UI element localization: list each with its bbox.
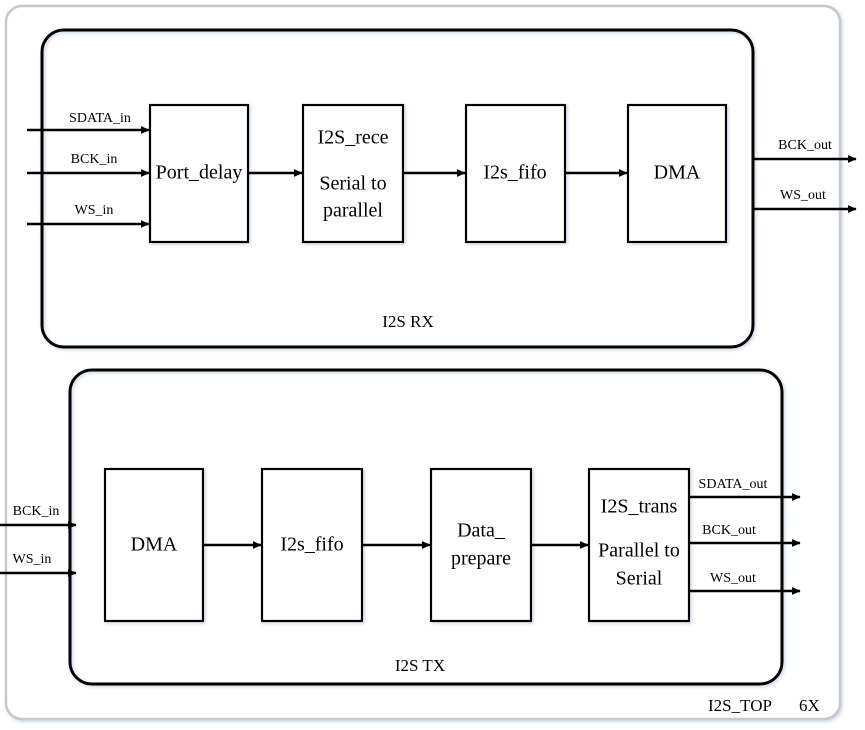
- label-ws-in: WS_in: [75, 203, 114, 218]
- label-sdata-out: SDATA_out: [699, 477, 768, 492]
- group-label-i2s-tx: I2S TX: [395, 656, 445, 675]
- block-i2s-fifo-rx-label: I2s_fifo: [483, 162, 546, 184]
- tx-output-wires: [689, 493, 801, 595]
- label-i2s-top: I2S_TOP: [708, 696, 772, 715]
- block-port-delay[interactable]: [148, 103, 250, 244]
- block-i2s-trans-label-1: I2S_trans: [601, 496, 678, 518]
- block-i2s-fifo-tx-label: I2s_fifo: [280, 534, 343, 556]
- block-data-prepare-label-2: prepare: [451, 548, 511, 570]
- group-label-i2s-rx: I2S RX: [382, 312, 433, 331]
- block-dma-rx[interactable]: [626, 103, 728, 244]
- label-bck-out: BCK_out: [778, 138, 832, 153]
- i2s-rx-group-box: [40, 28, 755, 349]
- rx-output-wires: [752, 155, 857, 213]
- block-i2s-fifo-rx[interactable]: [464, 103, 567, 244]
- block-i2s-trans-label-3: Serial: [616, 568, 663, 590]
- label-bck-in-tx: BCK_in: [13, 504, 60, 519]
- label-multiplicity-6x: 6X: [799, 696, 820, 715]
- block-data-prepare[interactable]: [429, 467, 533, 623]
- rx-input-wires: [27, 126, 150, 228]
- block-i2s-rece-label-1: I2S_rece: [317, 127, 388, 149]
- label-bck-out-tx: BCK_out: [702, 523, 756, 538]
- tx-input-wires: [0, 521, 77, 577]
- block-dma-rx-label: DMA: [654, 162, 701, 184]
- label-ws-out-tx: WS_out: [710, 571, 756, 586]
- block-data-prepare-label-1: Data_: [457, 520, 506, 542]
- label-ws-in-tx: WS_in: [13, 552, 52, 567]
- block-i2s-trans[interactable]: [587, 467, 691, 623]
- block-i2s-rece-label-3: parallel: [323, 200, 383, 222]
- label-bck-in: BCK_in: [71, 152, 118, 167]
- block-port-delay-label: Port_delay: [156, 162, 243, 184]
- label-ws-out: WS_out: [780, 188, 826, 203]
- block-dma-tx-label: DMA: [131, 534, 178, 556]
- label-sdata-in: SDATA_in: [69, 111, 131, 126]
- block-i2s-rece[interactable]: [301, 103, 405, 244]
- block-i2s-trans-label-2: Parallel to: [598, 540, 680, 562]
- block-i2s-rece-label-2: Serial to: [319, 173, 386, 195]
